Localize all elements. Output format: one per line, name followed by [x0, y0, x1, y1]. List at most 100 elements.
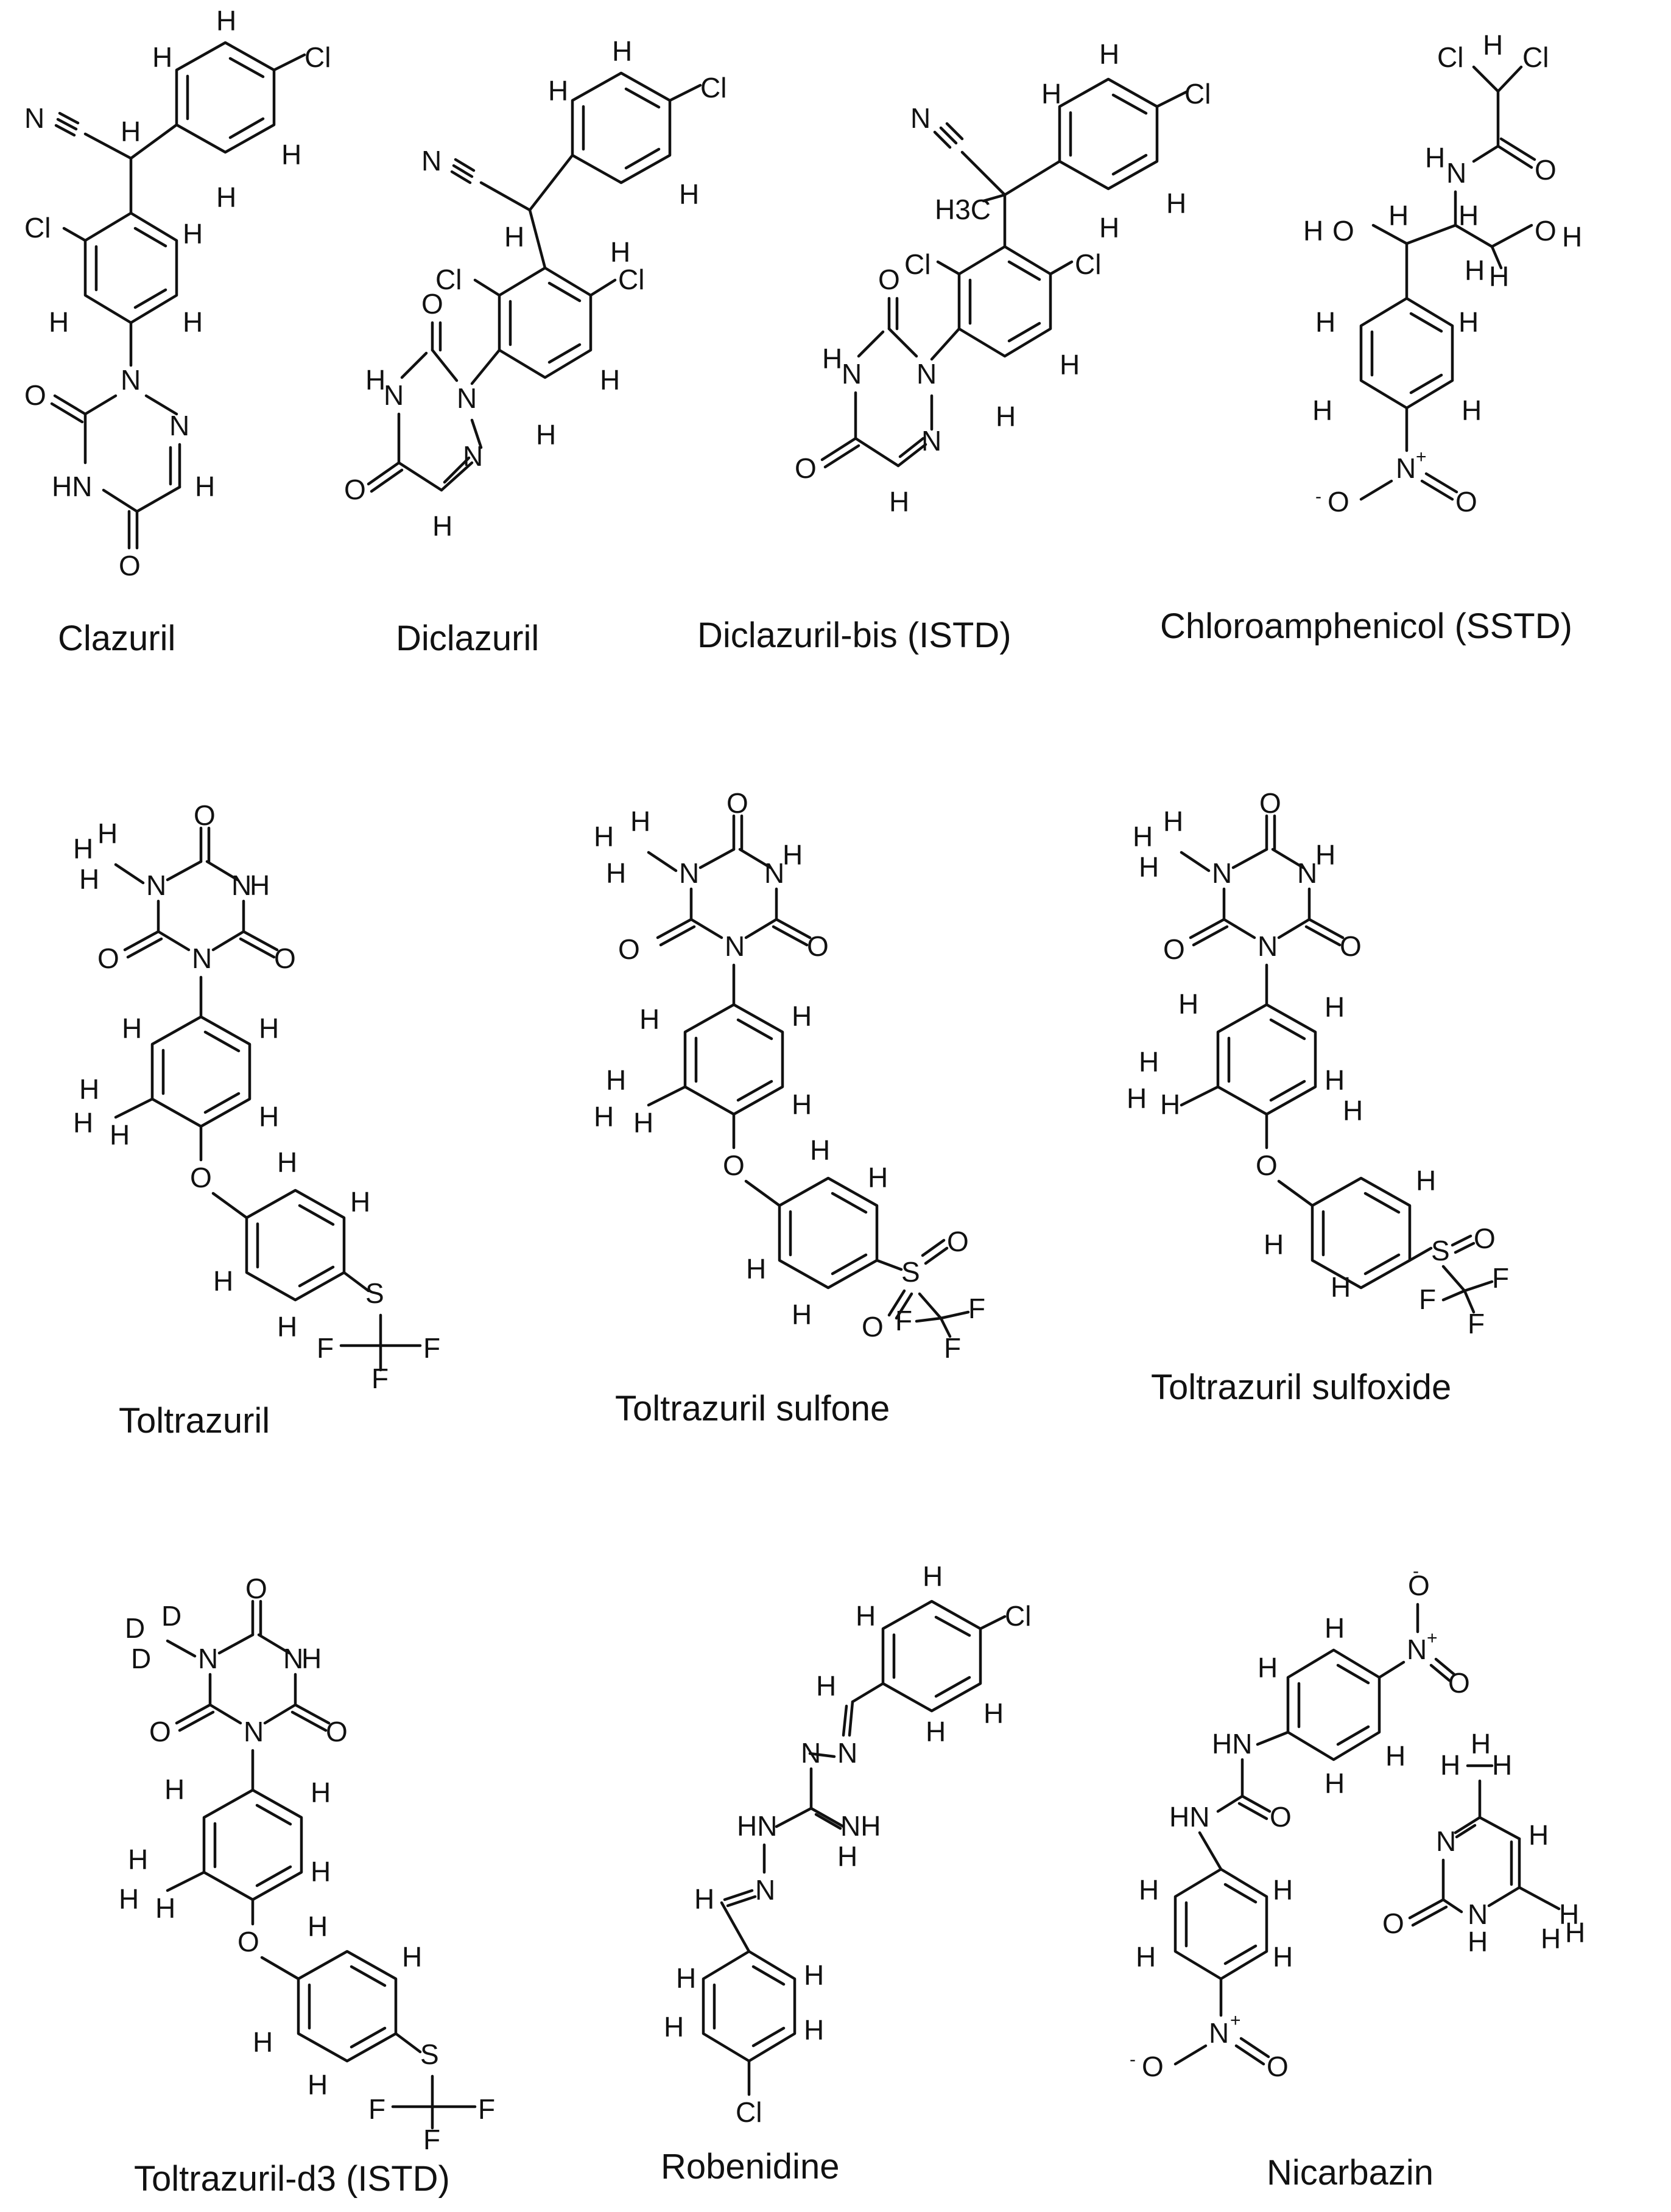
atom-h: H [983, 1698, 1004, 1729]
atom-h: H [432, 510, 452, 542]
atom-h: H [1324, 1768, 1345, 1799]
atom-h: H [1331, 1271, 1351, 1303]
atom-h: H [308, 2069, 328, 2101]
atom-o: O [1259, 787, 1281, 819]
atom-f: F [423, 1332, 440, 1364]
atom-h: H [837, 1841, 857, 1872]
atom-d: D [131, 1643, 151, 1674]
atom-o: O [326, 1716, 348, 1747]
atom-h: H [1388, 200, 1409, 231]
atom-h: H [923, 1561, 943, 1592]
atom-h: H [152, 41, 172, 73]
atom-s: S [901, 1256, 920, 1288]
atom-o: O [24, 379, 46, 411]
atom-h: H [694, 1883, 714, 1915]
atom-s: S [1431, 1235, 1450, 1266]
atom-h: H [1136, 1941, 1156, 1973]
atom-o: O [1163, 933, 1185, 965]
charge-minus: - [1315, 486, 1321, 507]
atom-h: H [216, 181, 236, 213]
atom-o: O [245, 1573, 267, 1604]
atom-h: H [79, 863, 99, 895]
atom-o: O [1267, 2051, 1289, 2082]
atom-h: H [600, 364, 620, 396]
caption-nicarbazin: Nicarbazin [1267, 2153, 1434, 2193]
atom-h: H [281, 139, 301, 170]
atom-h: H [1133, 821, 1153, 852]
atom-h: H [308, 1911, 328, 1942]
atom-n: N [1396, 452, 1416, 484]
atom-h: H [1178, 988, 1198, 1020]
atom-h: H [1440, 1749, 1460, 1781]
toltrazuril-structure: O N H N H H H O O N H H H H H H O [73, 799, 440, 1394]
atom-h: H [594, 821, 614, 852]
atom-n: N [1297, 857, 1317, 889]
atom-h: H [277, 1146, 297, 1178]
atom-h: H [679, 178, 699, 210]
atom-h: H [250, 869, 270, 901]
caption-diclazuril-bis: Diclazuril-bis (ISTD) [697, 616, 1011, 655]
atom-h: H [1489, 261, 1509, 292]
atom-cl: Cl [1005, 1600, 1031, 1632]
atom-h: H [1458, 306, 1479, 338]
atom-h: H [633, 1107, 653, 1139]
toltrazuril-sulfoxide-structure: O N H N H H H O O N H H H H H H O [1127, 787, 1509, 1339]
atom-h: H [1139, 1874, 1159, 1906]
atom-h: H [783, 839, 803, 871]
atom-o: O [274, 943, 296, 974]
atom-n: N [121, 364, 141, 396]
atom-h: H [1462, 395, 1482, 426]
atom-h: H [195, 471, 215, 502]
atom-d: D [161, 1600, 181, 1632]
caption-chloroamphenicol: Chloroamphenicol (SSTD) [1160, 606, 1572, 646]
atom-f: F [368, 2093, 385, 2125]
atom-h: H [1324, 1064, 1345, 1096]
atom-o: O [344, 474, 366, 505]
atom-n: N [192, 943, 212, 974]
caption-toltrazuril-sulfoxide: Toltrazuril sulfoxide [1151, 1368, 1452, 1407]
atom-h: H [213, 1265, 233, 1297]
atom-f: F [1419, 1283, 1436, 1315]
atom-h: H [1529, 1819, 1549, 1851]
atom-h: H [610, 236, 630, 268]
atom-h: H [1562, 221, 1582, 253]
atom-h: H [122, 1013, 142, 1044]
atom-h: H [548, 75, 568, 107]
atom-o: O [194, 799, 216, 831]
atom-o: O [1535, 154, 1557, 186]
atom-h: H [612, 35, 632, 67]
atom-h: H [301, 1643, 322, 1674]
atom-h: H [1565, 1917, 1585, 1948]
atom-n: N [725, 930, 745, 962]
atom-n: N [1209, 2017, 1229, 2049]
atom-o: O [1256, 1150, 1278, 1181]
atom-o: O [618, 933, 640, 965]
atom-o: O [1382, 1908, 1404, 1939]
atom-n: N [1407, 1634, 1427, 1665]
atom-o: O [1340, 930, 1362, 962]
atom-o: O [1455, 486, 1477, 518]
caption-toltrazuril-sulfone: Toltrazuril sulfone [615, 1389, 890, 1428]
atom-h: H [79, 1073, 99, 1105]
atom-h: H [1458, 200, 1479, 231]
atom-h: H [792, 1299, 812, 1330]
charge-minus: - [1130, 2049, 1136, 2070]
atom-f: F [317, 1332, 334, 1364]
atom-o: O [723, 1150, 745, 1181]
atom-h: H [259, 1013, 279, 1044]
atom-h: H [676, 1962, 696, 1994]
atom-h: H [804, 2014, 824, 2046]
atom-h: H [253, 2026, 273, 2058]
atom-o: O [878, 264, 900, 295]
atom-h: H [155, 1892, 175, 1924]
atom-o: O [1328, 486, 1349, 518]
atom-h: H [504, 221, 524, 253]
diclazuril-structure: Cl H H H H H N Cl Cl H H N O H N O [344, 35, 726, 542]
atom-n: N [244, 1716, 264, 1747]
atom-h: H [606, 1064, 626, 1096]
atom-cl: Cl [1522, 41, 1549, 73]
atom-n: N [146, 869, 166, 901]
atom-cl: Cl [1075, 248, 1101, 280]
atom-n: N [916, 358, 937, 390]
atom-hn: HN [52, 471, 92, 502]
